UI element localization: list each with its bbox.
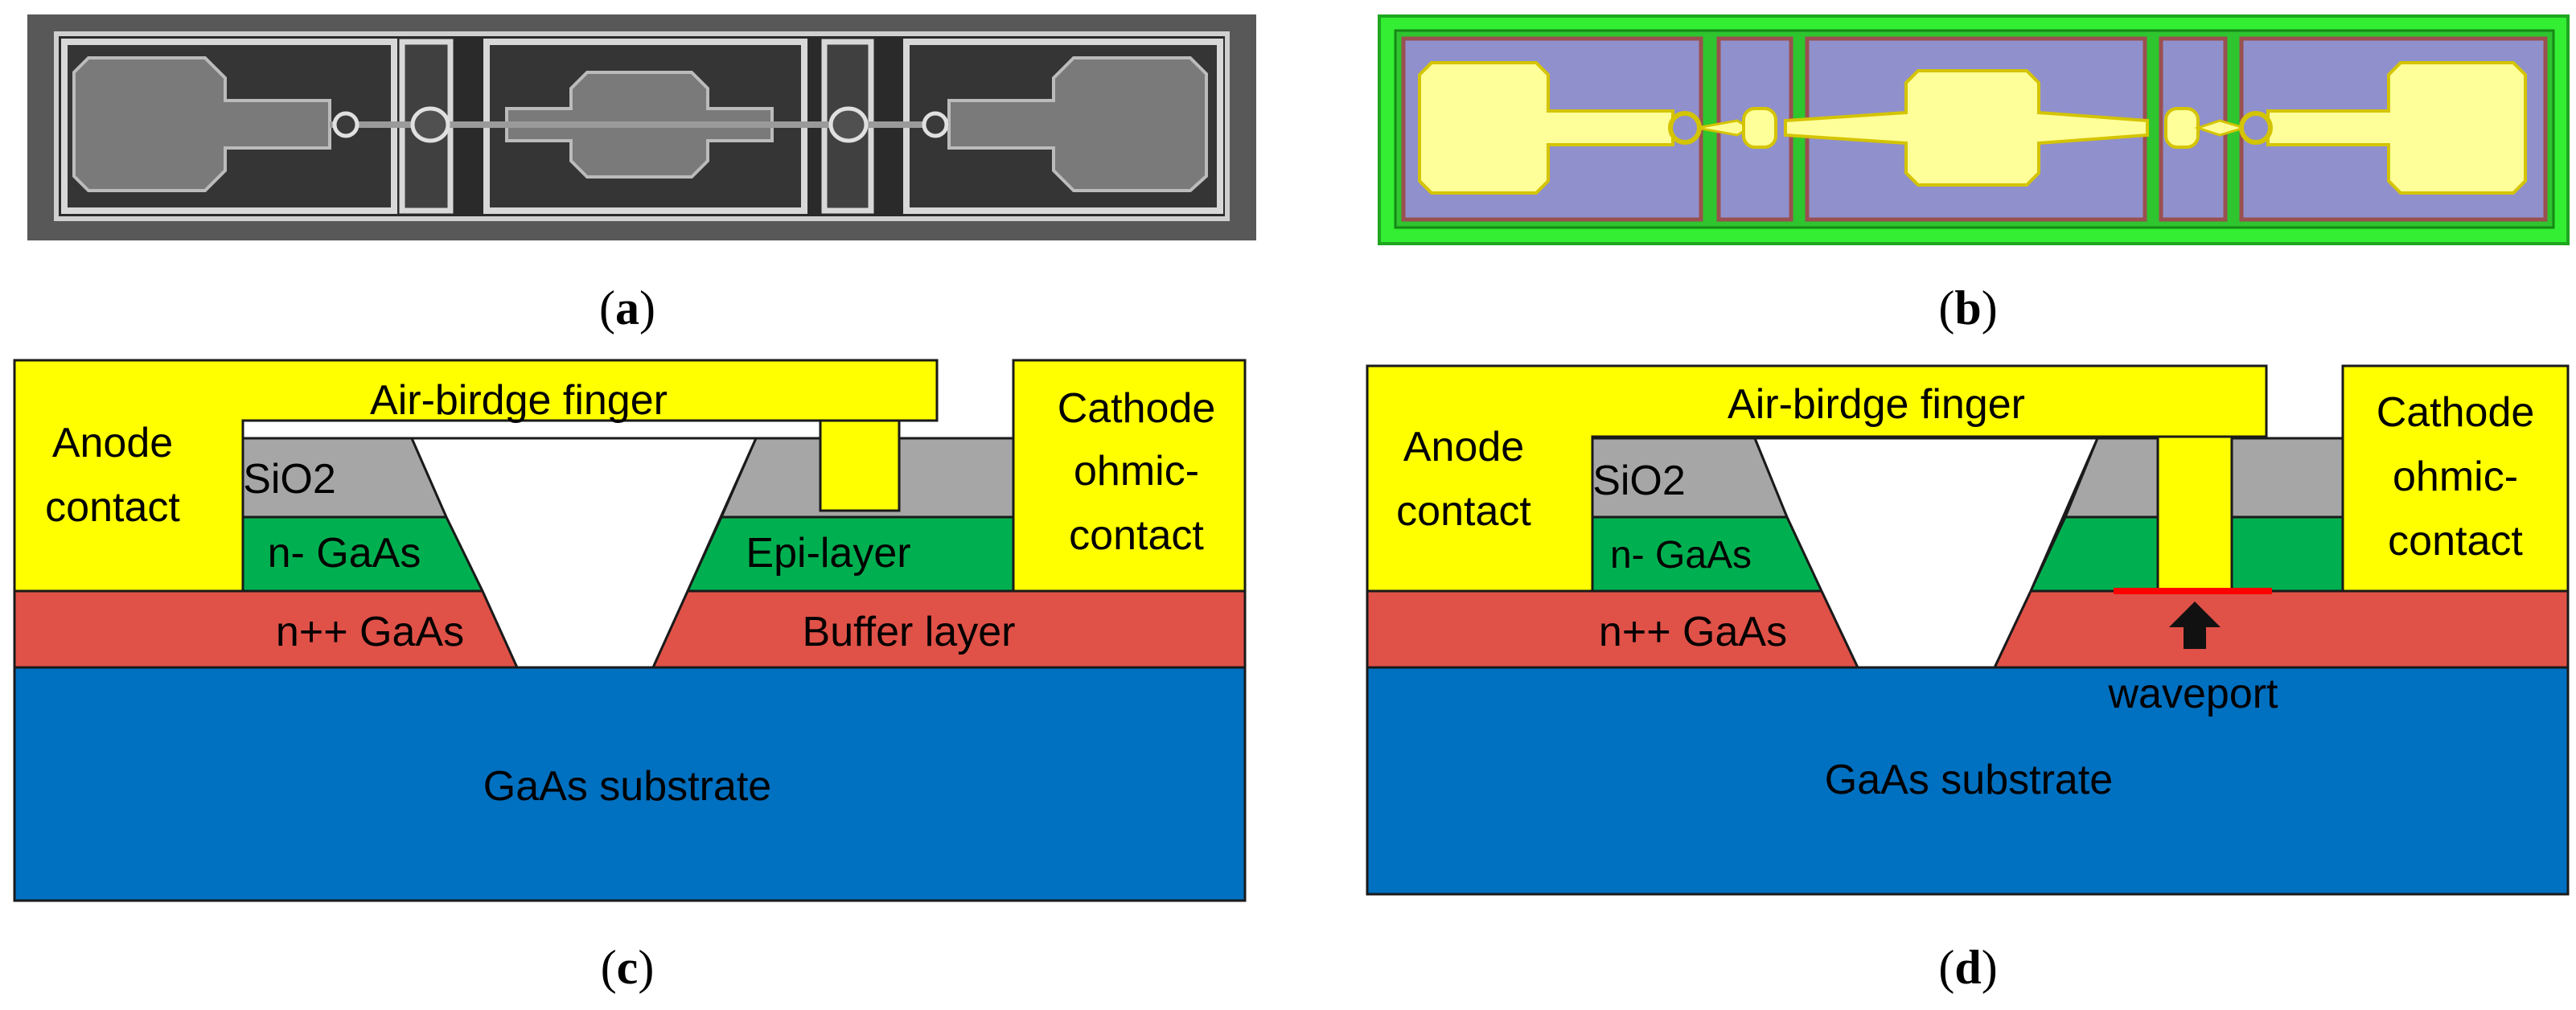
label-waveport: waveport bbox=[2108, 671, 2279, 717]
label-cathode-2: ohmic- bbox=[1074, 448, 1199, 495]
sem-pad-left bbox=[72, 56, 331, 192]
label-cathode-1-d: Cathode bbox=[2377, 389, 2535, 436]
label-anode-1-d: Anode bbox=[1403, 424, 1524, 470]
caption-b: (b) bbox=[1938, 281, 1997, 335]
svg-text:(a): (a) bbox=[599, 281, 655, 335]
layout-diode-4 bbox=[2239, 111, 2273, 145]
bridge-post-d bbox=[2156, 435, 2233, 593]
layout-pad-mid bbox=[1784, 69, 2149, 187]
panel-c-cross-section: Air-birdge finger Anode contact SiO2 n- … bbox=[13, 359, 1247, 902]
layout-pad-right bbox=[2266, 61, 2527, 195]
label-sio2: SiO2 bbox=[243, 456, 336, 503]
label-cathode-3: contact bbox=[1069, 512, 1204, 559]
svg-text:(c): (c) bbox=[601, 941, 655, 994]
air-gap bbox=[409, 437, 758, 669]
sem-diode-2 bbox=[410, 106, 450, 143]
caption-c: (c) bbox=[601, 941, 655, 994]
panel-b-layout bbox=[1378, 14, 2570, 245]
label-air-bridge-d: Air-birdge finger bbox=[1728, 381, 2025, 428]
sem-diode-3 bbox=[828, 106, 869, 143]
label-cathode-2-d: ohmic- bbox=[2393, 454, 2518, 500]
waveport-arrow bbox=[2169, 601, 2221, 649]
label-substrate-d: GaAs substrate bbox=[1825, 757, 2113, 803]
cathode-contact-d bbox=[2341, 364, 2570, 593]
right-red-layer-d bbox=[1992, 589, 2570, 669]
layout-diode-3 bbox=[2164, 107, 2200, 149]
svg-text:(d): (d) bbox=[1938, 941, 1997, 994]
label-n-gaas-d: n- GaAs bbox=[1610, 534, 1752, 577]
substrate-layer bbox=[13, 666, 1247, 902]
caption-d: (d) bbox=[1938, 941, 1997, 994]
substrate-layer-d bbox=[1366, 666, 2570, 896]
label-substrate: GaAs substrate bbox=[483, 763, 771, 810]
label-n-gaas: n- GaAs bbox=[268, 530, 421, 577]
sem-diode-1 bbox=[332, 111, 359, 138]
sem-diode-4 bbox=[922, 111, 949, 138]
label-npp-gaas: n++ GaAs bbox=[276, 609, 464, 655]
air-gap-d bbox=[1752, 437, 2100, 669]
anode-contact bbox=[13, 359, 939, 593]
label-anode-2-d: contact bbox=[1396, 488, 1531, 535]
bridge-post bbox=[819, 419, 901, 512]
panel-d-cross-section: Air-birdge finger Anode contact SiO2 n- … bbox=[1366, 364, 2570, 896]
epi-layer-d-right bbox=[2230, 515, 2344, 593]
label-cathode-1: Cathode bbox=[1058, 385, 1216, 432]
label-anode-2: contact bbox=[45, 484, 180, 531]
cathode-contact bbox=[1012, 359, 1247, 593]
layout-diode-1 bbox=[1668, 111, 1702, 145]
caption-a: (a) bbox=[599, 281, 655, 335]
label-air-bridge: Air-birdge finger bbox=[370, 377, 668, 424]
label-npp-gaas-d: n++ GaAs bbox=[1599, 609, 1787, 655]
svg-text:(b): (b) bbox=[1938, 281, 1997, 335]
label-cathode-3-d: contact bbox=[2388, 518, 2523, 565]
panel-a-sem-image bbox=[27, 14, 1256, 240]
layout-pad-left bbox=[1418, 61, 1674, 195]
label-anode-1: Anode bbox=[52, 420, 173, 466]
sem-pad-right bbox=[947, 56, 1208, 192]
layout-diode-2 bbox=[1742, 107, 1777, 149]
sio2-layer-right-d2 bbox=[2230, 437, 2344, 519]
label-epi: Epi-layer bbox=[746, 530, 910, 577]
label-buffer: Buffer layer bbox=[803, 609, 1016, 655]
label-sio2-d: SiO2 bbox=[1592, 458, 1686, 504]
